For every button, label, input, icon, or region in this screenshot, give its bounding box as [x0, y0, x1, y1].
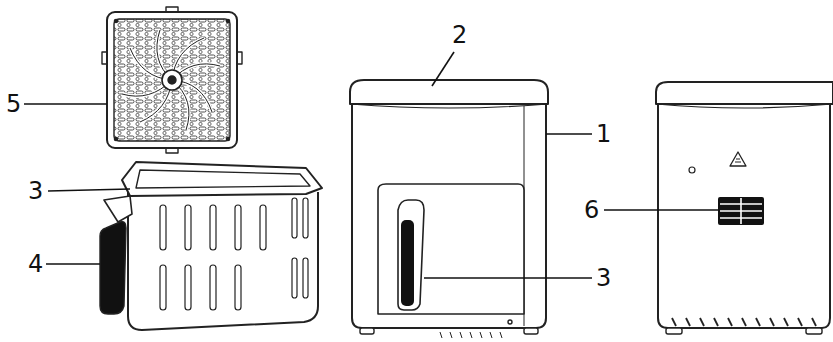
callout-number: 3 [28, 178, 43, 204]
callout-number: 6 [584, 197, 599, 223]
leader-lines [24, 52, 718, 278]
grill-plate [102, 7, 242, 153]
callout-number: 3 [596, 265, 611, 291]
fryer-front-view [350, 80, 548, 338]
callout-number: 1 [596, 121, 611, 147]
fryer-basket [100, 162, 322, 330]
callout-number: 4 [28, 251, 43, 277]
callout-number: 2 [452, 22, 467, 48]
callout-number: 5 [6, 91, 21, 117]
fryer-back-view [656, 82, 833, 334]
